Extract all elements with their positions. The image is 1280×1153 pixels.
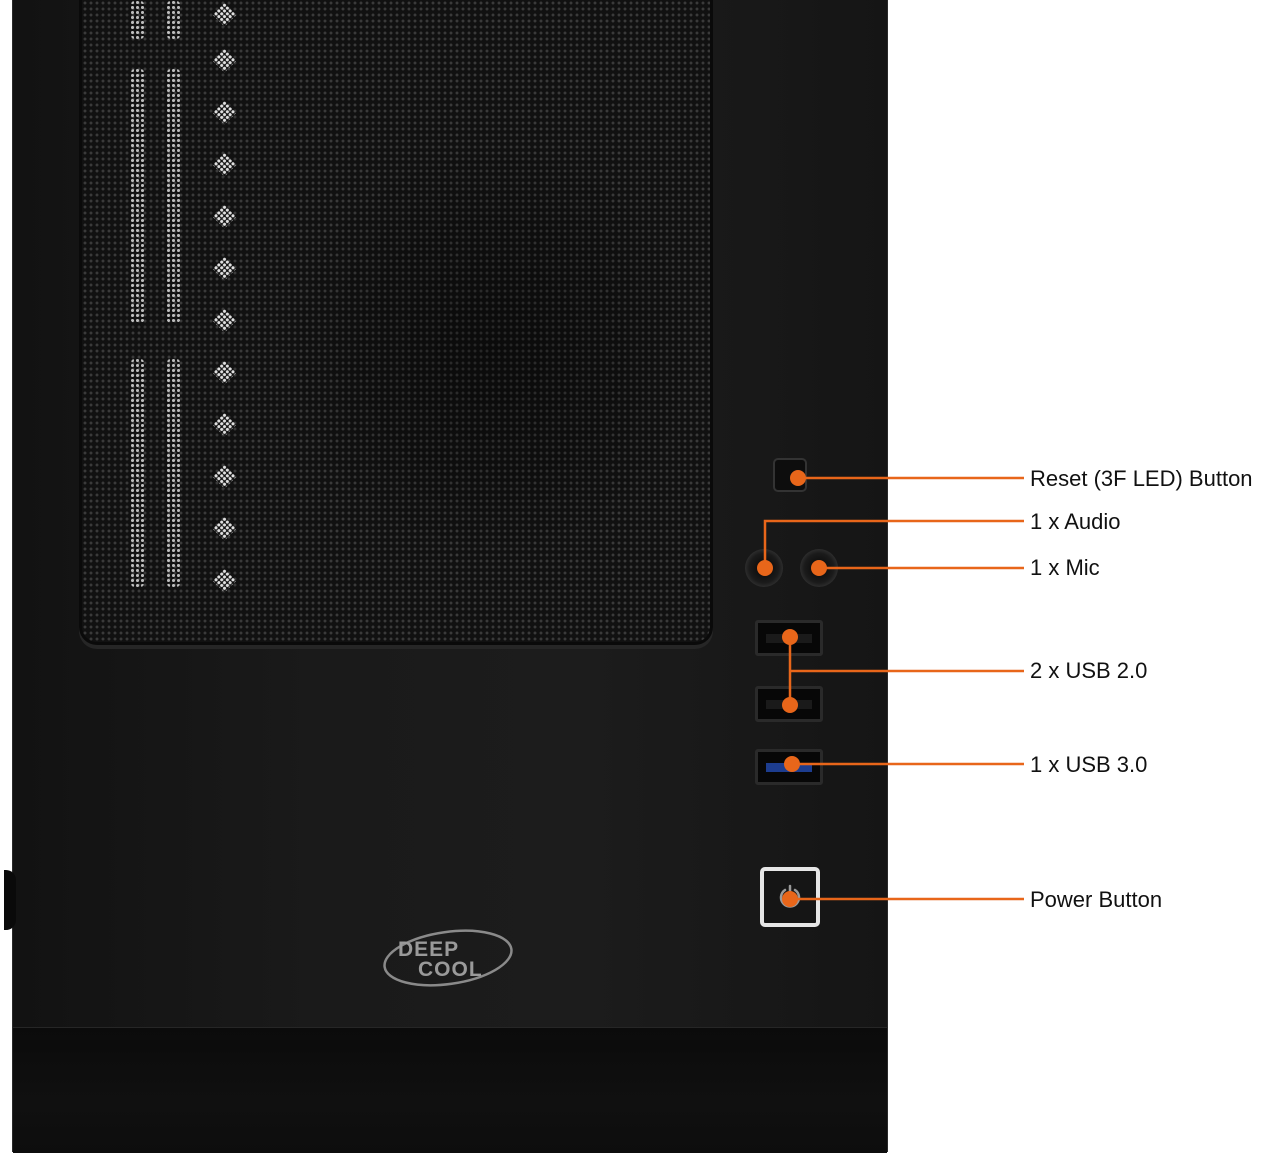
light-stripe xyxy=(166,68,181,324)
light-stripe xyxy=(130,358,145,588)
label-reset-button: Reset (3F LED) Button xyxy=(1030,466,1253,491)
callout-dot-audio xyxy=(757,560,773,576)
label-mic: 1 x Mic xyxy=(1030,555,1100,580)
callout-dot-power xyxy=(782,891,798,907)
callout-dot-reset xyxy=(790,470,806,486)
callout-line-audio xyxy=(763,519,1024,568)
light-stripe xyxy=(166,358,181,588)
deepcool-logo: DEEP COOL xyxy=(383,929,513,987)
mesh-front-panel xyxy=(79,0,713,645)
callout-dot-usb2-1 xyxy=(782,629,798,645)
case-base xyxy=(13,1027,887,1153)
pc-case-front-panel xyxy=(12,0,888,1153)
logo-text-cool: COOL xyxy=(418,958,483,981)
label-audio: 1 x Audio xyxy=(1030,509,1121,534)
label-power-button: Power Button xyxy=(1030,887,1163,912)
light-stripe xyxy=(130,0,145,40)
light-stripe xyxy=(166,0,181,40)
callout-dot-mic xyxy=(811,560,827,576)
callout-dot-usb3 xyxy=(784,756,800,772)
fan-shadow xyxy=(282,140,702,560)
label-usb3: 1 x USB 3.0 xyxy=(1030,752,1148,777)
callout-dot-usb2-2 xyxy=(782,697,798,713)
light-stripe xyxy=(130,68,145,324)
label-usb2: 2 x USB 2.0 xyxy=(1030,658,1148,683)
logo-text-deep: DEEP xyxy=(398,938,459,961)
side-panel-knob xyxy=(4,870,16,930)
